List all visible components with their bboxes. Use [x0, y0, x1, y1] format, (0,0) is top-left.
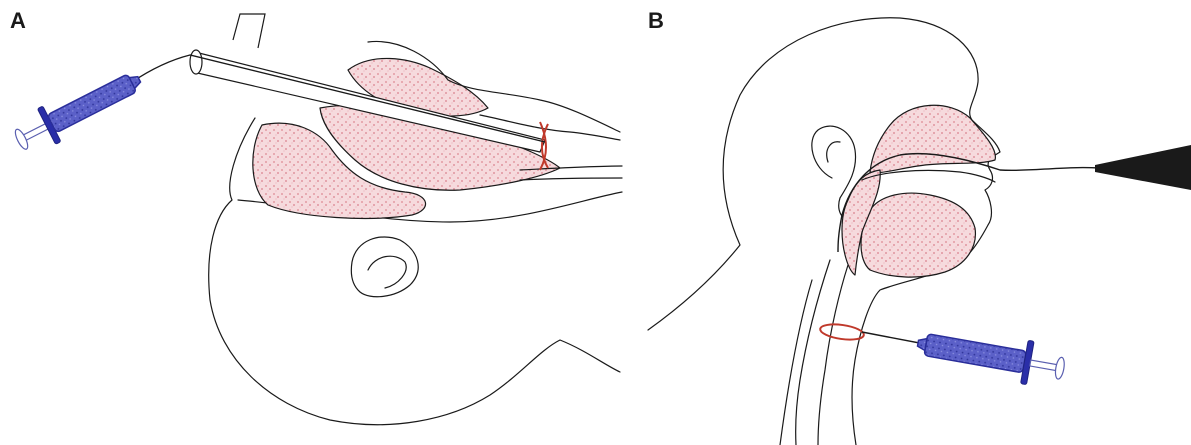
tube-side-port-a — [233, 14, 265, 48]
tongue-tissue-b — [861, 193, 975, 277]
ear-inner-a — [368, 256, 406, 288]
syringe-barrel-b — [924, 334, 1026, 373]
syringe-a — [9, 61, 148, 158]
esophagus-lower-a — [520, 178, 622, 180]
airway-front-b — [818, 265, 848, 445]
plunger-rod-b — [1030, 360, 1059, 371]
airway-back-b — [796, 260, 830, 445]
syringe-barrel-a — [47, 74, 136, 133]
ear-inner-b — [827, 142, 840, 162]
syringe-tip-b — [917, 337, 927, 350]
plunger-thumb-b — [1054, 357, 1066, 380]
tube-opening-a — [190, 50, 202, 74]
syringe-b — [914, 322, 1067, 391]
panel-a-diagram — [9, 14, 622, 425]
panel-b-diagram — [648, 18, 1191, 445]
catheter-handle-b — [1095, 145, 1191, 190]
cuff-b — [819, 322, 865, 342]
